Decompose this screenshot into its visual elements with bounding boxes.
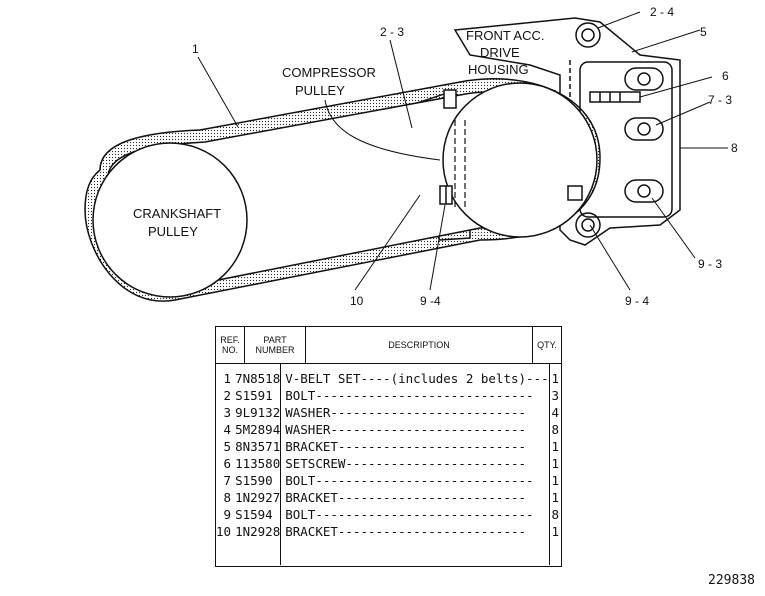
table-cell-ref: 8: [223, 490, 232, 505]
bolts-9-4: [439, 89, 583, 205]
table-cell-part: 113580: [235, 456, 281, 471]
table-cell-qty: 4: [551, 405, 560, 420]
svg-text:PULLEY: PULLEY: [148, 224, 198, 239]
description-column: V-BELT SET----(includes 2 belts)--- BOLT-…: [281, 364, 550, 565]
setscrew: [589, 91, 641, 103]
table-cell-qty: 1: [551, 439, 560, 454]
header-part-line2: NUMBER: [255, 345, 295, 355]
callout-numbers: 1 2 - 3 2 - 4 5 6 7 - 3 8 9 - 3 9 - 4 10…: [192, 5, 738, 308]
crankshaft-pulley: [92, 142, 248, 298]
callout-2-3: 2 - 3: [380, 25, 404, 39]
callout-7-3: 7 - 3: [708, 93, 732, 107]
table-cell-ref: 4: [223, 422, 232, 437]
table-cell-ref: 9: [223, 507, 232, 522]
callout-1: 1: [192, 42, 199, 56]
table-cell-ref: 7: [223, 473, 232, 488]
table-cell-part: 7N8518: [235, 371, 281, 386]
table-cell-desc: BOLT-----------------------------: [285, 473, 534, 488]
callout-9-4-right: 9 - 4: [625, 294, 649, 308]
header-qty: QTY.: [537, 340, 557, 350]
table-cell-qty: 1: [551, 456, 560, 471]
table-cell-qty: 3: [551, 388, 560, 403]
header-ref-line2: NO.: [221, 345, 238, 355]
callout-2-4: 2 - 4: [650, 5, 674, 19]
table-cell-part: S1594: [235, 507, 273, 522]
callout-6: 6: [722, 69, 729, 83]
svg-text:DRIVE: DRIVE: [480, 45, 520, 60]
table-cell-ref: 2: [223, 388, 232, 403]
header-part-line1: PART: [263, 335, 287, 345]
bracket-slots: [624, 67, 664, 203]
table-cell-ref: 10: [216, 524, 232, 539]
compressor-pulley-label: COMPRESSOR PULLEY: [282, 65, 376, 98]
table-cell-qty: 1: [551, 473, 560, 488]
header-ref-no: REF.NO.: [216, 327, 245, 363]
table-cell-desc: V-BELT SET----(includes 2 belts)---: [285, 371, 549, 386]
callout-9-3: 9 - 3: [698, 257, 722, 271]
svg-text:CRANKSHAFT: CRANKSHAFT: [133, 206, 221, 221]
table-cell-desc: BRACKET-------------------------: [285, 439, 527, 454]
table-cell-desc: BOLT-----------------------------: [285, 388, 534, 403]
table-cell-desc: BRACKET-------------------------: [285, 490, 527, 505]
table-cell-qty: 1: [551, 524, 560, 539]
table-cell-ref: 1: [223, 371, 232, 386]
table-cell-ref: 5: [223, 439, 232, 454]
svg-text:FRONT ACC.: FRONT ACC.: [466, 28, 545, 43]
header-description: DESCRIPTION: [306, 327, 533, 363]
callout-9-4-left: 9 -4: [420, 294, 441, 308]
svg-text:COMPRESSOR: COMPRESSOR: [282, 65, 376, 80]
leader-lines: [197, 11, 728, 291]
header-ref-line1: REF.: [220, 335, 240, 345]
table-cell-desc: BRACKET-------------------------: [285, 524, 527, 539]
table-cell-part: 5M2894: [235, 422, 281, 437]
table-cell-desc: BOLT-----------------------------: [285, 507, 534, 522]
ref-column: 1 2 3 4 5 6 7 8 9 10: [216, 364, 235, 565]
svg-text:HOUSING: HOUSING: [468, 62, 529, 77]
table-cell-qty: 8: [551, 422, 560, 437]
table-cell-ref: 3: [223, 405, 232, 420]
figure-number: 229838: [708, 573, 755, 588]
table-cell-ref: 6: [223, 456, 232, 471]
callout-8: 8: [731, 141, 738, 155]
table-cell-part: 1N2928: [235, 524, 281, 539]
front-housing-label: FRONT ACC. DRIVE HOUSING: [466, 28, 545, 77]
table-cell-part: S1591: [235, 388, 273, 403]
belt-drive-diagram: CRANKSHAFT PULLEY COMPRESSOR PULLEY FRON…: [84, 5, 738, 308]
table-cell-desc: WASHER--------------------------: [285, 405, 527, 420]
table-cell-part: S1590: [235, 473, 273, 488]
qty-column: 1 3 4 8 1 1 1 1 8 1: [550, 364, 561, 565]
table-cell-part: 9L9132: [235, 405, 281, 420]
table-cell-part: 1N2927: [235, 490, 281, 505]
table-cell-desc: WASHER--------------------------: [285, 422, 527, 437]
table-cell-qty: 8: [551, 507, 560, 522]
svg-text:PULLEY: PULLEY: [295, 83, 345, 98]
callout-5: 5: [700, 25, 707, 39]
compressor-pulley: [442, 82, 598, 238]
table-cell-qty: 1: [551, 371, 560, 386]
table-cell-part: 8N3571: [235, 439, 281, 454]
table-cell-qty: 1: [551, 490, 560, 505]
table-cell-desc: SETSCREW------------------------: [285, 456, 527, 471]
crankshaft-pulley-label: CRANKSHAFT PULLEY: [133, 206, 221, 239]
callout-10: 10: [350, 294, 364, 308]
